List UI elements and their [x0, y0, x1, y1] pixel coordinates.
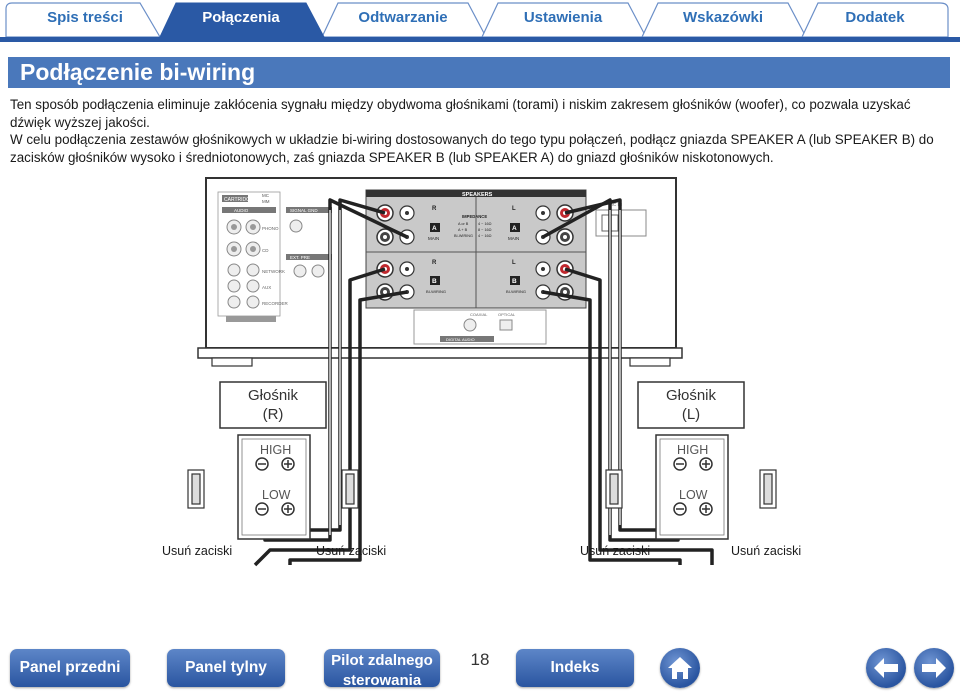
jumper-clips — [187, 469, 777, 509]
biwiring-label-r: BI-WIRING — [426, 289, 446, 294]
signal-gnd-label: SIGNAL GND — [290, 208, 318, 213]
terminal-b-label-l: B — [512, 278, 517, 285]
low-label-r: LOW — [262, 488, 291, 502]
terminal-a-label-r: A — [432, 225, 437, 232]
speaker-r-box — [219, 381, 327, 429]
speaker-r-line2: (R) — [262, 406, 284, 423]
low-label-l: LOW — [679, 488, 708, 502]
optical-label: OPTICAL — [498, 312, 516, 317]
channel-r-label-b: R — [432, 260, 437, 266]
pilot-label-line2: sterowania — [342, 672, 422, 689]
recorder-label: RECORDER — [262, 301, 289, 306]
tab-ustawienia[interactable]: Ustawienia — [523, 9, 603, 26]
mm-label: MM — [262, 199, 270, 204]
speaker-r-terminal-plate — [237, 434, 311, 540]
aux-label: AUX — [262, 285, 271, 290]
terminal-b-label-r: B — [432, 278, 437, 285]
coaxial-label: COAXIAL — [470, 312, 488, 317]
imp-biwiring: BI-WIRING — [454, 234, 473, 238]
speaker-l-line1: Głośnik — [665, 387, 717, 404]
page-number: 18 — [470, 650, 490, 669]
panel-przedni-button[interactable]: Panel przedni — [10, 649, 130, 687]
mc-label: MC — [262, 193, 270, 198]
indeks-label: Indeks — [550, 659, 600, 676]
cd-label: CD — [262, 248, 269, 253]
speaker-l-terminal-plate — [655, 434, 729, 540]
impedance-label: IMPEDANCE — [462, 214, 487, 219]
tab-odtwarzanie[interactable]: Odtwarzanie — [358, 9, 448, 26]
speakers-title: SPEAKERS — [462, 192, 493, 198]
network-label: NETWORK — [262, 269, 285, 274]
high-label-l: HIGH — [677, 443, 709, 457]
section-title-bar: Podłączenie bi-wiring — [8, 57, 950, 88]
speaker-r-line1: Głośnik — [247, 387, 299, 404]
tab-polaczenia[interactable]: Połączenia — [202, 9, 280, 26]
phono-label: PHONO — [262, 226, 279, 231]
speaker-r-name: Głośnik (R) — [220, 386, 326, 424]
terminal-a-label-l: A — [512, 225, 517, 232]
house-icon — [668, 657, 692, 679]
ext-pre-label: EXT. PRE — [290, 255, 310, 260]
speaker-l-line2: (L) — [681, 406, 701, 423]
forward-button[interactable] — [914, 648, 954, 688]
speaker-l-box — [637, 381, 745, 429]
home-button[interactable] — [660, 648, 700, 688]
tab-underline — [0, 37, 960, 42]
imp-a-or-b: A or B — [458, 222, 469, 226]
instruction-paragraph: W celu podłączenia zestawów głośnikowych… — [10, 132, 934, 165]
remove-clips-label-4: Usuń zaciski — [731, 544, 802, 558]
speaker-a-terminals — [376, 204, 574, 246]
high-label-r: HIGH — [260, 443, 292, 457]
remove-clips-label-3: Usuń zaciski — [580, 544, 651, 558]
imp-a-plus-b-value: 8 ~ 16Ω — [478, 228, 492, 232]
panel-przedni-label: Panel przedni — [19, 659, 121, 676]
panel-tylny-button[interactable]: Panel tylny — [167, 649, 285, 687]
imp-a-plus-b: A + B — [458, 228, 468, 232]
tab-dodatek[interactable]: Dodatek — [845, 9, 905, 26]
back-button[interactable] — [866, 648, 906, 688]
channel-l-label-b: L — [512, 260, 516, 266]
intro-paragraph: Ten sposób podłączenia eliminuje zakłóce… — [10, 97, 911, 130]
speaker-l-name: Głośnik (L) — [638, 386, 744, 424]
main-label-r: MAIN — [428, 236, 439, 241]
top-tab-bar: Spis treści Połączenia Odtwarzanie Ustaw… — [0, 0, 960, 42]
ac-in-label: AC IN — [610, 202, 622, 207]
tab-wskazowki[interactable]: Wskazówki — [682, 9, 764, 26]
cartridge-label: CARTRIDGE — [224, 197, 254, 203]
pilot-label-line1: Pilot zdalnego — [331, 652, 433, 669]
digital-audio-label: DIGITAL AUDIO — [446, 337, 475, 342]
imp-biwiring-value: 4 ~ 16Ω — [478, 234, 492, 238]
biwiring-label-l: BI-WIRING — [506, 289, 526, 294]
channel-r-label-a: R — [432, 206, 437, 212]
main-label-l: MAIN — [508, 236, 519, 241]
tab-spis-tresci[interactable]: Spis treści — [47, 9, 123, 26]
pilot-button[interactable]: Pilot zdalnego sterowania — [324, 649, 440, 689]
remove-clips-label-1: Usuń zaciski — [162, 544, 233, 558]
audio-label: AUDIO — [234, 208, 249, 213]
imp-a-or-b-value: 4 ~ 16Ω — [478, 222, 492, 226]
indeks-button[interactable]: Indeks — [516, 649, 634, 687]
arrow-left-icon — [874, 658, 898, 678]
arrow-right-icon — [922, 658, 946, 678]
panel-tylny-label: Panel tylny — [185, 659, 267, 676]
page-title: Podłączenie bi-wiring — [20, 59, 256, 85]
channel-l-label-a: L — [512, 206, 516, 212]
remove-clips-label-2: Usuń zaciski — [316, 544, 387, 558]
biwiring-diagram-svg: CARTRIDGE MC MM AUDIO PHONO CD NETWORK A… — [187, 177, 777, 567]
biwiring-diagram: CARTRIDGE MC MM AUDIO PHONO CD NETWORK A… — [0, 170, 960, 590]
